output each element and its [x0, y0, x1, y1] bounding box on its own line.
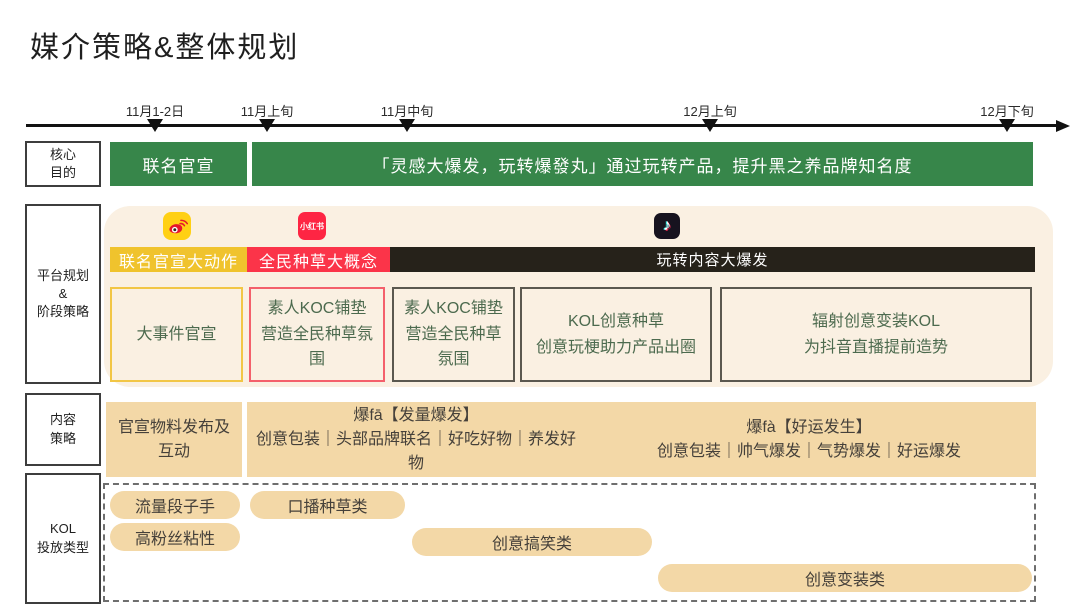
timeline-tick-icon	[702, 119, 718, 132]
phase-strip-content-burst: 玩转内容大爆发	[390, 247, 1035, 272]
kol-pill-creative-comedy: 创意搞笑类	[412, 528, 652, 556]
row-label-core-purpose: 核心 目的	[25, 141, 101, 187]
platform-box-line: 围	[308, 351, 325, 369]
content-box-line: 互动	[157, 442, 190, 460]
platform-box-kol-seeding: KOL创意种草 创意玩梗助力产品出圈	[520, 287, 712, 382]
timeline-tick-icon	[999, 119, 1015, 132]
core-bar-campaign-theme: 「灵感大爆发，玩转爆發丸」通过玩转产品，提升黑之养品牌知名度	[252, 142, 1033, 186]
platform-box-line: 营造全民种草	[405, 325, 502, 343]
core-bar-announcement: 联名官宣	[110, 142, 247, 186]
platform-box-line: 素人KOC铺垫	[267, 300, 367, 318]
timeline-label: 12月上旬	[683, 104, 737, 119]
platform-box-koc-xhs: 素人KOC铺垫 营造全民种草 氛围	[392, 287, 515, 382]
platform-box-line: 素人KOC铺垫	[404, 300, 503, 318]
platform-box-koc-weibo: 素人KOC铺垫 营造全民种草氛 围	[249, 287, 385, 382]
platform-panel	[104, 206, 1053, 387]
content-box-line: 官宣物料发布及	[117, 418, 230, 436]
platform-box-line: 大事件官宣	[136, 325, 217, 343]
platform-box-line: 氛围	[437, 351, 470, 369]
row-label-line: &	[58, 285, 68, 301]
timeline-tick-icon	[147, 119, 163, 132]
content-box-title: 爆fā【发量爆发】	[353, 406, 479, 424]
platform-box-line: KOL创意种草	[567, 312, 665, 330]
platform-box-line: 辐射创意变装KOL	[811, 312, 941, 330]
row-label-line: 平台规划	[36, 267, 89, 283]
content-box-detail: 创意包装｜头部品牌联名｜好吃好物｜养发好物	[255, 430, 576, 472]
weibo-logo-icon	[169, 219, 188, 234]
row-label-line: 核心	[49, 146, 76, 162]
kol-dashed-container	[103, 483, 1036, 602]
xiaohongshu-icon: 小红书	[298, 212, 326, 240]
row-label-line: KOL	[49, 521, 76, 537]
kol-pill-traffic-joker: 流量段子手	[110, 491, 240, 519]
row-label-line: 阶段策略	[36, 304, 89, 320]
row-label-line: 目的	[49, 165, 76, 180]
row-label-line: 内容	[49, 412, 76, 428]
page-title: 媒介策略&整体规划	[30, 32, 300, 64]
timeline-arrow-icon	[1056, 119, 1070, 132]
platform-box-line: 为抖音直播提前造势	[803, 338, 948, 356]
douyin-icon: ♪	[654, 213, 680, 239]
timeline-label: 11月上旬	[240, 104, 294, 119]
platform-box-line: 创意玩梗助力产品出圈	[535, 338, 696, 356]
row-label-platform-strategy: 平台规划 & 阶段策略	[25, 204, 101, 384]
phase-strip-announcement: 联名官宣大动作	[110, 247, 247, 272]
content-box-good-luck: 爆fà【好运发生】 创意包装｜帅气爆发｜气势爆发｜好运爆发	[582, 402, 1036, 477]
timeline-tick-icon	[399, 119, 415, 132]
kol-pill-high-fan-stickiness: 高粉丝粘性	[110, 523, 240, 551]
timeline-tick-icon	[259, 119, 275, 132]
phase-strip-seeding: 全民种草大概念	[247, 247, 390, 272]
content-box-hair-volume-burst: 爆fā【发量爆发】 创意包装｜头部品牌联名｜好吃好物｜养发好物	[247, 402, 585, 477]
kol-pill-spoken-seeding: 口播种草类	[250, 491, 405, 519]
platform-box-kol-livestream: 辐射创意变装KOL 为抖音直播提前造势	[720, 287, 1032, 382]
row-label-line: 策略	[49, 430, 76, 446]
music-note-icon: ♪	[663, 217, 671, 234]
content-box-announcement-materials: 官宣物料发布及 互动	[106, 402, 242, 477]
kol-pill-creative-costume: 创意变装类	[658, 564, 1032, 592]
platform-box-big-event: 大事件官宣	[110, 287, 243, 382]
timeline-label: 12月下旬	[980, 104, 1034, 119]
platform-box-line: 营造全民种草氛	[260, 325, 373, 343]
timeline-label: 11月1-2日	[125, 104, 185, 119]
content-box-detail: 创意包装｜帅气爆发｜气势爆发｜好运爆发	[656, 442, 961, 460]
content-box-title: 爆fà【好运发生】	[746, 418, 872, 436]
timeline-axis	[26, 124, 1060, 127]
weibo-icon	[163, 212, 191, 240]
row-label-kol-types: KOL 投放类型	[25, 473, 101, 604]
row-label-content-strategy: 内容 策略	[25, 393, 101, 466]
timeline-label: 11月中旬	[380, 104, 434, 119]
row-label-line: 投放类型	[36, 539, 89, 555]
